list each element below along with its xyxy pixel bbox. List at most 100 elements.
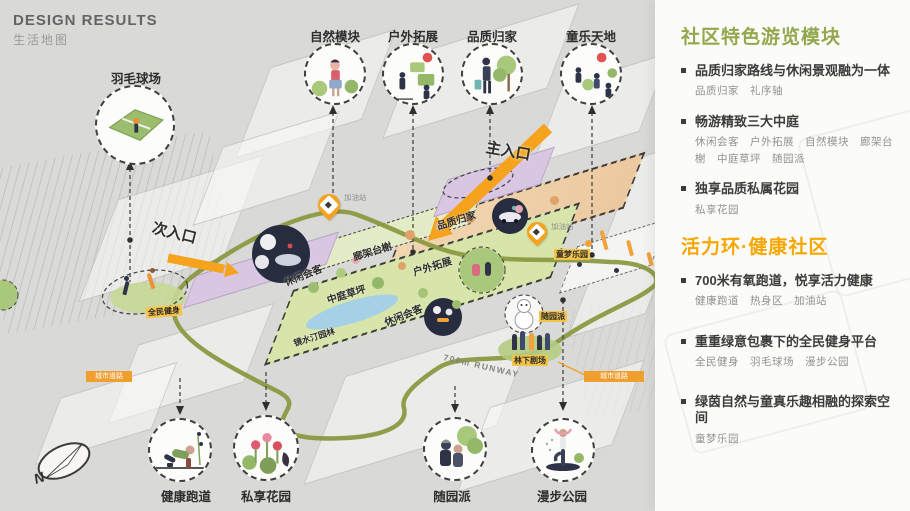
badminton-illustration [108,109,165,141]
tree [452,300,461,309]
sidebar-item: 700米有氧跑道，悦享活力健康 健康跑道 热身区 加油站 [681,273,896,311]
sidebar-item: 重重绿意包裹下的全民健身平台 全民健身 羽毛球场 漫步公园 [681,334,896,372]
garden-illustration [242,433,290,474]
bullet-square-icon [681,68,686,73]
leader-lines [129,112,593,408]
lounge-vignette-circle [252,225,310,283]
callout-label-running: 健康跑道 [160,490,212,504]
suiyuan-blob-ring [458,246,506,294]
stroll-illustration [545,428,584,471]
suiyuan-figure [485,262,491,276]
running-illustration [156,432,204,469]
tree [435,222,444,231]
tree [308,282,319,293]
road-name-tag: 城市道路 [86,371,132,383]
sidebar-item-keywords: 休闲会客 户外拓展 自然模块 廊架台榭 中庭草坪 随园派 [695,135,893,166]
snowman-body [514,310,534,330]
tree [405,230,415,240]
nature-illustration [311,59,359,97]
page-header: DESIGN RESULTS 生活地图 [13,12,158,48]
sidebar-item-title: 独享品质私属花园 [695,181,800,197]
callout-label-nature: 自然模块 [309,30,361,44]
callout-label-kids: 童乐天地 [565,30,617,44]
outdoor-illustration [393,52,435,100]
snowman-head [517,299,531,313]
bullet-square-icon [681,278,686,283]
sidebar-item-keywords: 品质归家 礼序轴 [695,85,783,98]
sidebar-item-keywords: 私享花园 [695,203,739,216]
suiyuan-illustration [440,426,483,467]
suiyuan-tag: 随园派 [539,311,567,323]
snowman-eye [525,304,528,306]
bullet-square-icon [681,399,686,405]
secondary-entrance-arrow [167,253,239,277]
edge-green-blob [0,279,19,311]
crowd-figure [512,334,517,350]
sidebar-item: 品质归家路线与休闲景观融为一体 品质归家 礼序轴 [681,63,896,101]
tree [418,288,428,298]
callout-label-stroll: 漫步公园 [536,490,588,504]
callout-homecoming [461,43,523,105]
playground-kid [614,268,619,273]
callout-garden [233,415,299,481]
sidebar-item-keywords: 全民健身 羽毛球场 漫步公园 [695,355,849,368]
road-name-tag: 城市道路 [584,371,644,383]
sidebar-section-tour: 社区特色游览模块 品质归家路线与休闲景观融为一体 品质归家 礼序轴 畅游精致三大… [681,22,896,219]
callout-stroll [531,418,595,482]
callout-badminton [95,85,175,165]
sidebar-item-title: 畅游精致三大中庭 [695,113,800,129]
playground-figure [585,240,592,247]
energy-station-note: 加油站 [551,222,574,231]
suiyuan-figure [472,264,480,276]
suiyuan-blob [460,248,504,292]
sidebar-item-title: 品质归家路线与休闲景观融为一体 [695,63,891,78]
mirror-pond [305,294,399,330]
callout-label-suiyuan: 随园派 [433,490,471,504]
kids-illustration [575,52,618,98]
bullet-square-icon [681,118,686,124]
page-subtitle: 生活地图 [13,33,70,47]
fitness-figure-head [150,268,155,273]
crowd-figure [520,331,525,350]
callout-label-garden: 私享花园 [240,490,292,504]
info-sidebar: 社区特色游览模块 品质归家路线与休闲景观融为一体 品质归家 礼序轴 畅游精致三大… [655,0,910,511]
compass-icon: N [32,442,91,487]
section-heading-health: 活力环·健康社区 [681,237,829,258]
section-heading-tour: 社区特色游览模块 [681,27,842,48]
forest-stage-tag: 林下剧场 [512,355,548,367]
callout-label-homecoming: 品质归家 [466,30,518,44]
sidebar-item-keywords: 健康跑道 热身区 加油站 [695,295,827,308]
tree [515,205,523,213]
energy-station-note: 加油站 [344,193,367,202]
page-title: DESIGN RESULTS [13,12,158,29]
callout-label-outdoor: 户外拓展 [387,30,439,44]
road-tag-leader [557,361,586,376]
callout-suiyuan [423,417,487,481]
playground-kid [577,262,582,267]
bullet-square-icon [681,338,686,344]
crowd-figure [529,333,534,350]
callout-label-badminton: 羽毛球场 [110,72,162,86]
bullet-square-icon [681,186,686,192]
tree [336,268,346,278]
runway-loop-path [171,209,659,441]
callout-running [148,418,212,482]
kids-park-tag: 童梦乐园 [554,249,590,261]
tree [372,277,384,289]
callout-nature [304,43,366,105]
arrival-vignette-circle [492,198,528,234]
main-entry-dashed-ellipse [442,167,514,199]
sidebar-item-keywords: 童梦乐园 [695,432,739,445]
fitness-figure-head [124,276,129,281]
sidebar-item-title: 700米有氧跑道，悦享活力健康 [695,273,873,288]
tree [352,256,360,264]
sidebar-section-health: 活力环·健康社区 700米有氧跑道，悦享活力健康 健康跑道 热身区 加油站 重重… [681,232,896,448]
snowman-eye [520,304,523,306]
sidebar-item-title: 绿茵自然与童真乐趣相融的探索空间 [695,394,891,426]
tree [465,213,475,223]
tree [398,262,406,270]
sidebar-item-title: 重重绿意包裹下的全民健身平台 [695,333,878,349]
crowd-figure [537,335,542,350]
sidebar-item: 畅游精致三大中庭 休闲会客 户外拓展 自然模块 廊架台榭 中庭草坪 随园派 [681,114,896,169]
